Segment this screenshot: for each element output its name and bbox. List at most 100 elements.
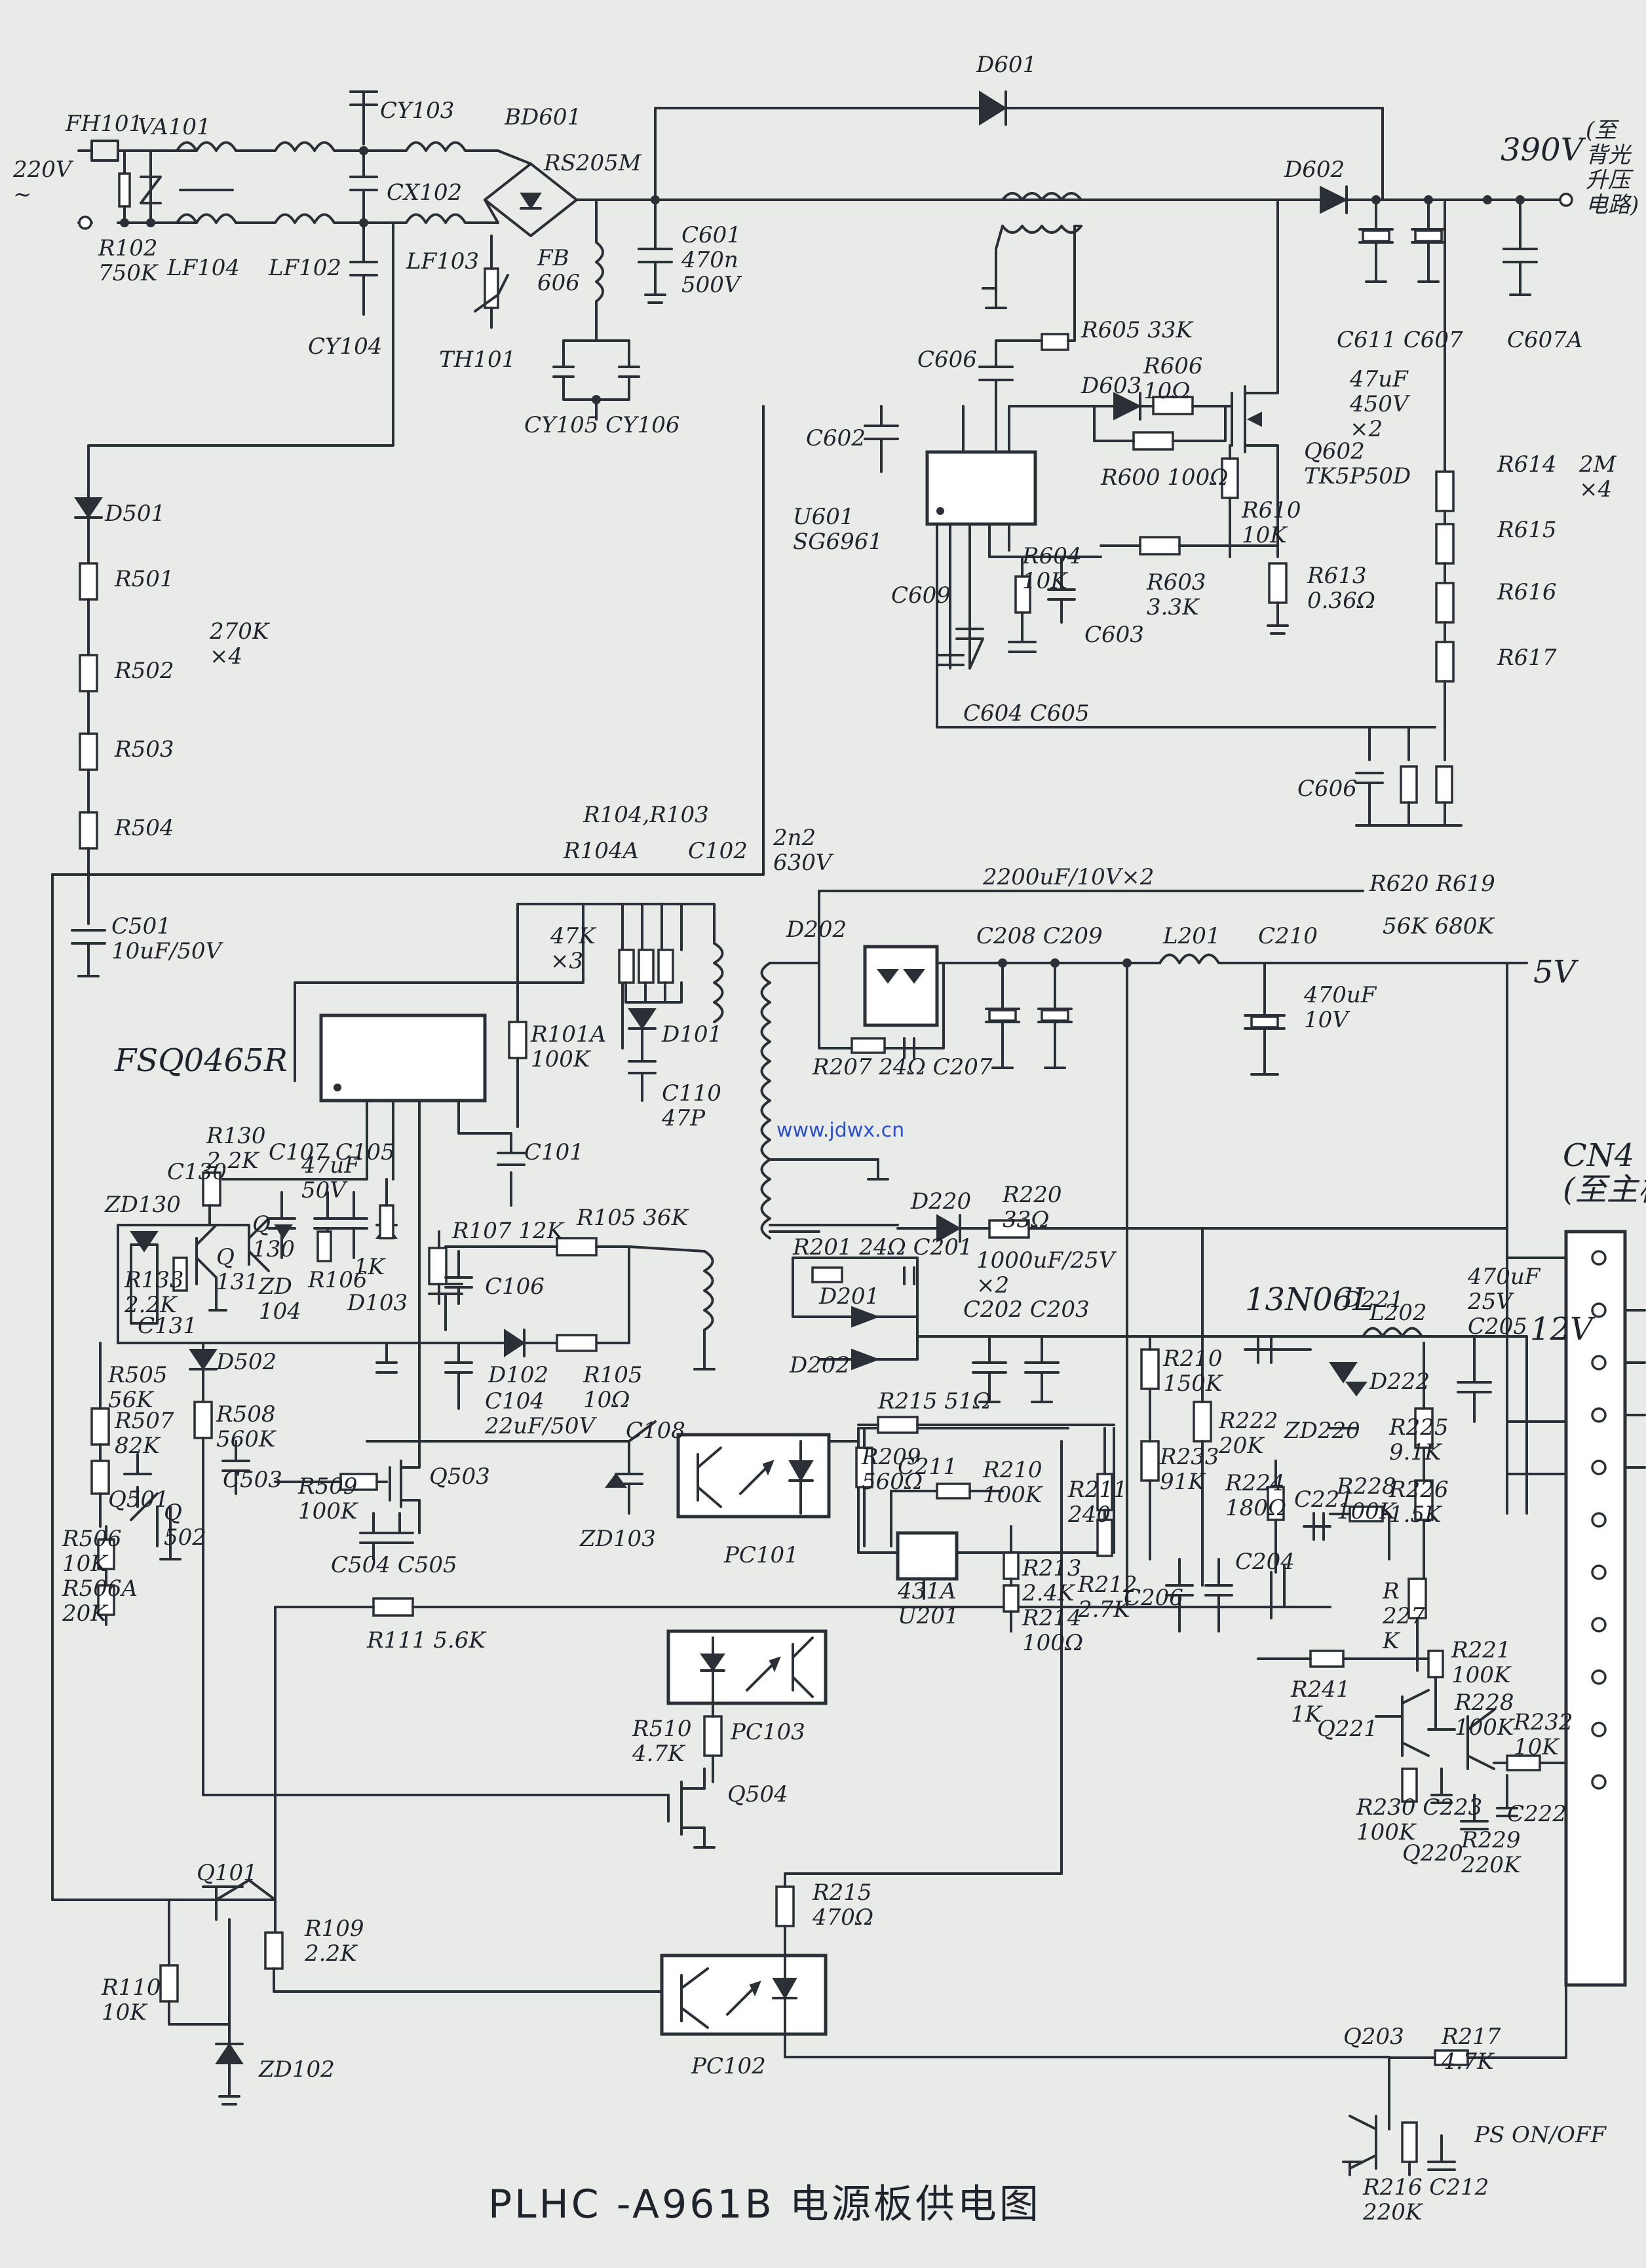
label-l202: L202 <box>1369 1300 1426 1326</box>
label-d103: D103 <box>347 1290 408 1316</box>
label-zd103: ZD103 <box>579 1526 656 1552</box>
label-q503: Q503 <box>429 1464 490 1490</box>
label-c108: C108 <box>626 1418 685 1444</box>
label-d202a: D202 <box>786 917 847 943</box>
label-d221: D221 <box>1343 1287 1404 1313</box>
label-d222: D222 <box>1369 1369 1430 1395</box>
label-rs205m: RS205M <box>543 150 642 176</box>
label-q220: Q220 <box>1402 1840 1463 1866</box>
label-c606a: C606 <box>917 347 977 373</box>
label-th101: TH101 <box>439 347 516 373</box>
label-c208: C208 C209 <box>976 923 1103 949</box>
label-c107: C107 C105 <box>269 1139 395 1165</box>
label-out5v: 5V <box>1533 954 1579 991</box>
label-r201: R201 24Ω C201 <box>792 1234 972 1260</box>
label-r50xval: 270K×4 <box>209 618 271 670</box>
label-r107: R107 12K <box>451 1218 565 1244</box>
label-c611: C611 C607 <box>1337 327 1463 353</box>
label-lf102: LF102 <box>268 255 341 281</box>
label-fh101: FH101 <box>65 111 143 137</box>
label-out12v: 12V <box>1530 1311 1596 1348</box>
label-fsq: FSQ0465R <box>114 1042 288 1079</box>
pfc-section <box>51 90 1573 876</box>
label-r105a: R105 36K <box>576 1205 690 1231</box>
label-c606b: C606 <box>1297 776 1357 802</box>
label-d102: D102 <box>488 1362 548 1388</box>
label-r207: R207 24Ω C207 <box>812 1054 993 1080</box>
label-pc102: PC102 <box>691 2053 766 2079</box>
label-zd102: ZD102 <box>258 2056 335 2083</box>
label-q101: Q101 <box>197 1860 258 1886</box>
label-r616: R616 <box>1497 579 1557 605</box>
label-lf103: LF103 <box>406 248 479 274</box>
label-r620: R620 R619 <box>1369 871 1495 897</box>
label-c131: C131 <box>138 1313 197 1339</box>
label-d502: D502 <box>216 1349 277 1375</box>
label-c106: C106 <box>485 1274 545 1300</box>
standby-primary <box>51 497 724 1901</box>
label-c202: C202 C203 <box>963 1296 1090 1323</box>
label-cy105: CY105 CY106 <box>524 412 680 438</box>
label-lf104: LF104 <box>166 255 240 281</box>
label-r104a: R104A <box>563 838 639 864</box>
label-d201: D201 <box>818 1283 879 1310</box>
label-c503: C503 <box>223 1467 282 1493</box>
label-c204: C204 <box>1235 1549 1295 1575</box>
diagram-title: PLHC -A961B 电源板供电图 <box>488 2182 1041 2227</box>
label-q501: Q501 <box>108 1486 169 1513</box>
label-l201: L201 <box>1162 923 1220 949</box>
label-cy104: CY104 <box>308 333 382 360</box>
label-d603: D603 <box>1081 373 1141 399</box>
label-c130: C130 <box>167 1159 227 1185</box>
label-d601: D601 <box>976 52 1037 78</box>
secondary-section <box>760 890 1646 2176</box>
label-cn4: CN4(至主板) <box>1563 1137 1646 1208</box>
input-filter <box>77 90 657 499</box>
label-r614: R614 <box>1497 451 1557 478</box>
label-c220val: 1000uF/25V×2 <box>976 1247 1117 1298</box>
label-r111: R111 5.6K <box>366 1627 487 1654</box>
label-r502: R502 <box>114 658 174 684</box>
label-c101: C101 <box>524 1139 584 1165</box>
